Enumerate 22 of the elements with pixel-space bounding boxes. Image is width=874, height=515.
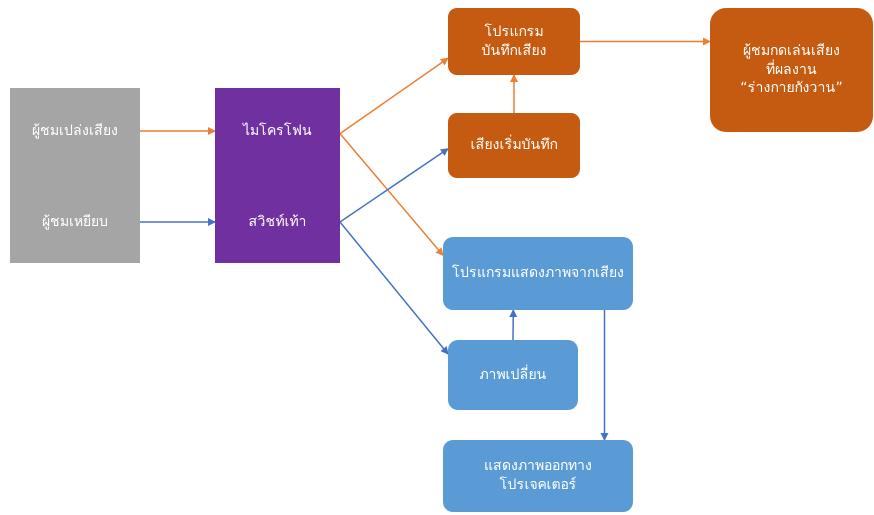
step-label: ผู้ชมเปล่งเสียง — [10, 118, 140, 144]
arrow — [580, 37, 711, 46]
step-label: ผู้ชมเหยียบ — [10, 209, 140, 235]
arrow — [600, 310, 608, 441]
step-label: สวิชท์เท้า — [215, 209, 340, 235]
arrow — [140, 127, 216, 135]
process-box: โปรแกรมบันทึกเสียง — [448, 8, 580, 75]
arrow — [140, 218, 216, 226]
arrow — [510, 74, 518, 113]
arrow — [339, 222, 449, 355]
process-box: แสดงภาพออกทางโปรเจคเตอร์ — [443, 440, 633, 512]
process-box: ผู้ชมกดเล่นเสียงที่ผลงาน “ร่างกายกังวาน” — [710, 8, 873, 132]
group-panel — [215, 88, 340, 263]
arrow — [340, 148, 449, 223]
process-box: เสียงเริ่มบันทึก — [448, 113, 580, 178]
arrow — [509, 309, 518, 340]
process-box: ภาพเปลี่ยน — [448, 340, 578, 410]
arrow — [340, 58, 449, 134]
group-panel — [10, 88, 140, 263]
step-label: ไมโครโฟน — [215, 118, 340, 144]
arrow — [339, 133, 444, 256]
process-box: โปรแกรมแสดงภาพจากเสียง — [443, 237, 633, 310]
